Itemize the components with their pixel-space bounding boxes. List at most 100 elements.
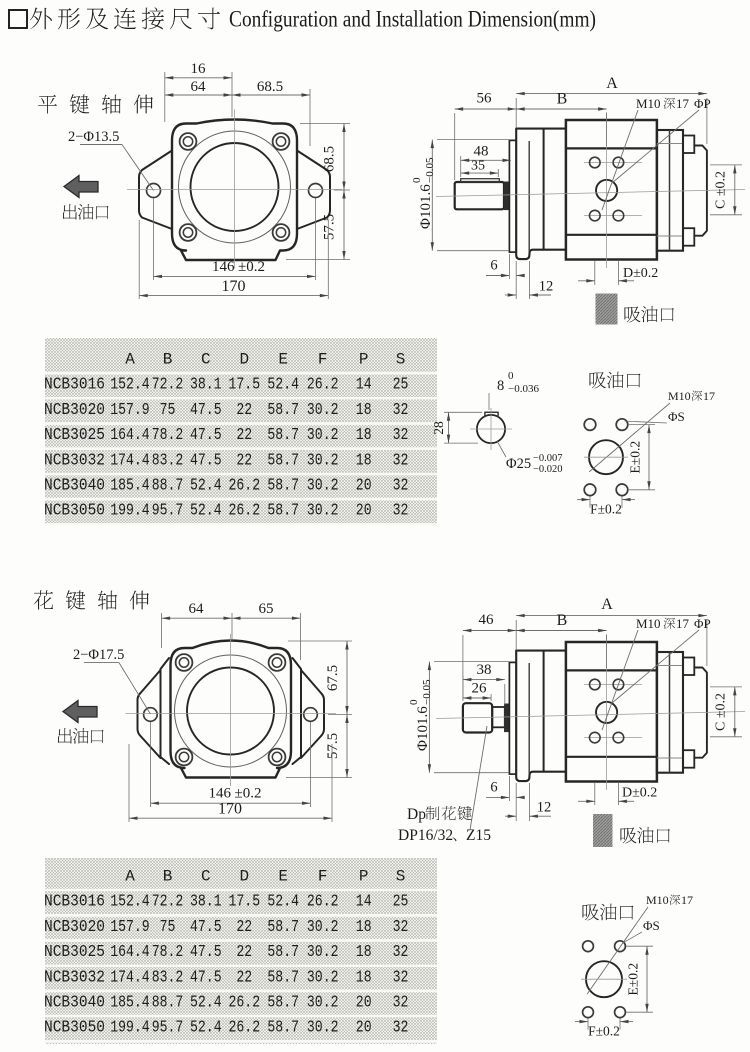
svg-text:30.2: 30.2 [307,917,339,936]
svg-text:18: 18 [356,967,372,986]
svg-text:Configuration and Installation: Configuration and Installation Dimension… [229,7,596,32]
svg-text:47.5: 47.5 [190,942,222,961]
svg-text:NCB3020: NCB3020 [44,400,105,419]
svg-text:26.2: 26.2 [307,375,339,394]
svg-text:83.2: 83.2 [152,450,184,469]
svg-text:A: A [125,868,135,886]
svg-text:2−Φ17.5: 2−Φ17.5 [73,647,124,663]
svg-text:32: 32 [393,993,409,1012]
svg-text:A: A [601,596,613,613]
svg-text:83.2: 83.2 [152,967,184,986]
svg-text:C ±0.2: C ±0.2 [714,693,729,731]
svg-text:NCB3020: NCB3020 [44,917,105,936]
svg-text:47.5: 47.5 [190,450,222,469]
svg-text:26.2: 26.2 [229,993,261,1012]
svg-text:32: 32 [393,917,409,936]
svg-text:30.2: 30.2 [307,942,339,961]
svg-text:30.2: 30.2 [307,425,339,444]
svg-text:17: 17 [681,893,693,907]
svg-text:164.4: 164.4 [110,942,150,961]
svg-text:26: 26 [472,681,488,697]
svg-text:95.7: 95.7 [152,1018,184,1037]
svg-text:2−Φ13.5: 2−Φ13.5 [68,129,119,145]
svg-text:56: 56 [477,91,493,107]
svg-text:72.2: 72.2 [152,892,184,911]
svg-text:ΦS: ΦS [643,918,660,933]
svg-text:26.2: 26.2 [229,476,261,495]
svg-text:17: 17 [676,616,690,631]
svg-text:22: 22 [236,917,252,936]
svg-text:28: 28 [431,421,446,435]
svg-text:32: 32 [393,476,409,495]
svg-text:157.9: 157.9 [110,400,150,419]
svg-text:Φ25: Φ25 [506,456,531,472]
svg-text:0: 0 [408,699,420,705]
svg-text:52.4: 52.4 [190,476,222,495]
svg-text:25: 25 [393,375,409,394]
svg-text:164.4: 164.4 [110,425,150,444]
svg-text:Φ101.6: Φ101.6 [418,184,434,229]
svg-text:B: B [557,612,568,629]
svg-text:20: 20 [356,993,372,1012]
svg-text:58.7: 58.7 [267,917,299,936]
svg-text:157.9: 157.9 [110,917,150,936]
svg-text:17: 17 [703,389,715,403]
svg-text:52.4: 52.4 [267,375,299,394]
svg-text:146: 146 [212,259,235,275]
svg-text:174.4: 174.4 [110,450,150,469]
svg-text:64: 64 [189,601,205,617]
svg-text:E±0.2: E±0.2 [626,963,641,996]
svg-text:ΦS: ΦS [668,409,685,424]
svg-text:32: 32 [393,425,409,444]
svg-text:E±0.2: E±0.2 [628,441,643,474]
svg-text:NCB3040: NCB3040 [44,993,105,1012]
svg-text:NCB3025: NCB3025 [44,425,105,444]
svg-text:152.4: 152.4 [110,892,150,911]
svg-text:±0.2: ±0.2 [238,259,265,275]
svg-text:22: 22 [236,942,252,961]
svg-text:P: P [359,351,369,369]
svg-text:30.2: 30.2 [307,400,339,419]
svg-text:F: F [318,351,328,369]
svg-text:88.7: 88.7 [152,993,184,1012]
svg-text:C ±0.2: C ±0.2 [714,171,729,209]
svg-text:18: 18 [356,917,372,936]
svg-text:32: 32 [393,967,409,986]
svg-text:NCB3032: NCB3032 [44,967,105,986]
svg-text:57.5: 57.5 [325,733,341,759]
svg-text:Dp: Dp [407,806,426,823]
svg-text:D±0.2: D±0.2 [623,266,658,281]
svg-text:152.4: 152.4 [110,375,150,394]
svg-text:0: 0 [411,177,423,183]
svg-text:65: 65 [259,601,274,617]
svg-text:58.7: 58.7 [267,942,299,961]
svg-text:78.2: 78.2 [152,425,184,444]
svg-text:F±0.2: F±0.2 [588,1024,620,1039]
svg-text:ΦP: ΦP [694,616,711,631]
svg-text:47.5: 47.5 [190,425,222,444]
svg-text:47.5: 47.5 [190,917,222,936]
svg-text:16: 16 [191,61,207,77]
svg-text:−0.020: −0.020 [533,464,563,475]
svg-text:C: C [201,351,211,369]
svg-text:20: 20 [356,476,372,495]
svg-text:26.2: 26.2 [229,501,261,520]
svg-text:A: A [125,351,135,369]
svg-text:20: 20 [356,501,372,520]
svg-text:0: 0 [508,370,514,382]
svg-text:Z15: Z15 [466,827,491,844]
svg-text:B: B [163,351,173,369]
svg-text:NCB3025: NCB3025 [44,942,105,961]
svg-text:185.4: 185.4 [110,476,150,495]
svg-text:M10: M10 [636,96,661,111]
svg-text:47.5: 47.5 [190,967,222,986]
svg-text:M10: M10 [668,389,691,403]
svg-text:18: 18 [356,942,372,961]
svg-text:58.7: 58.7 [267,1018,299,1037]
svg-text:D: D [239,868,249,886]
svg-text:E: E [278,351,288,369]
svg-text:F±0.2: F±0.2 [590,502,622,517]
svg-text:12: 12 [537,800,552,816]
svg-text:30.2: 30.2 [307,967,339,986]
svg-text:D±0.2: D±0.2 [622,786,657,801]
